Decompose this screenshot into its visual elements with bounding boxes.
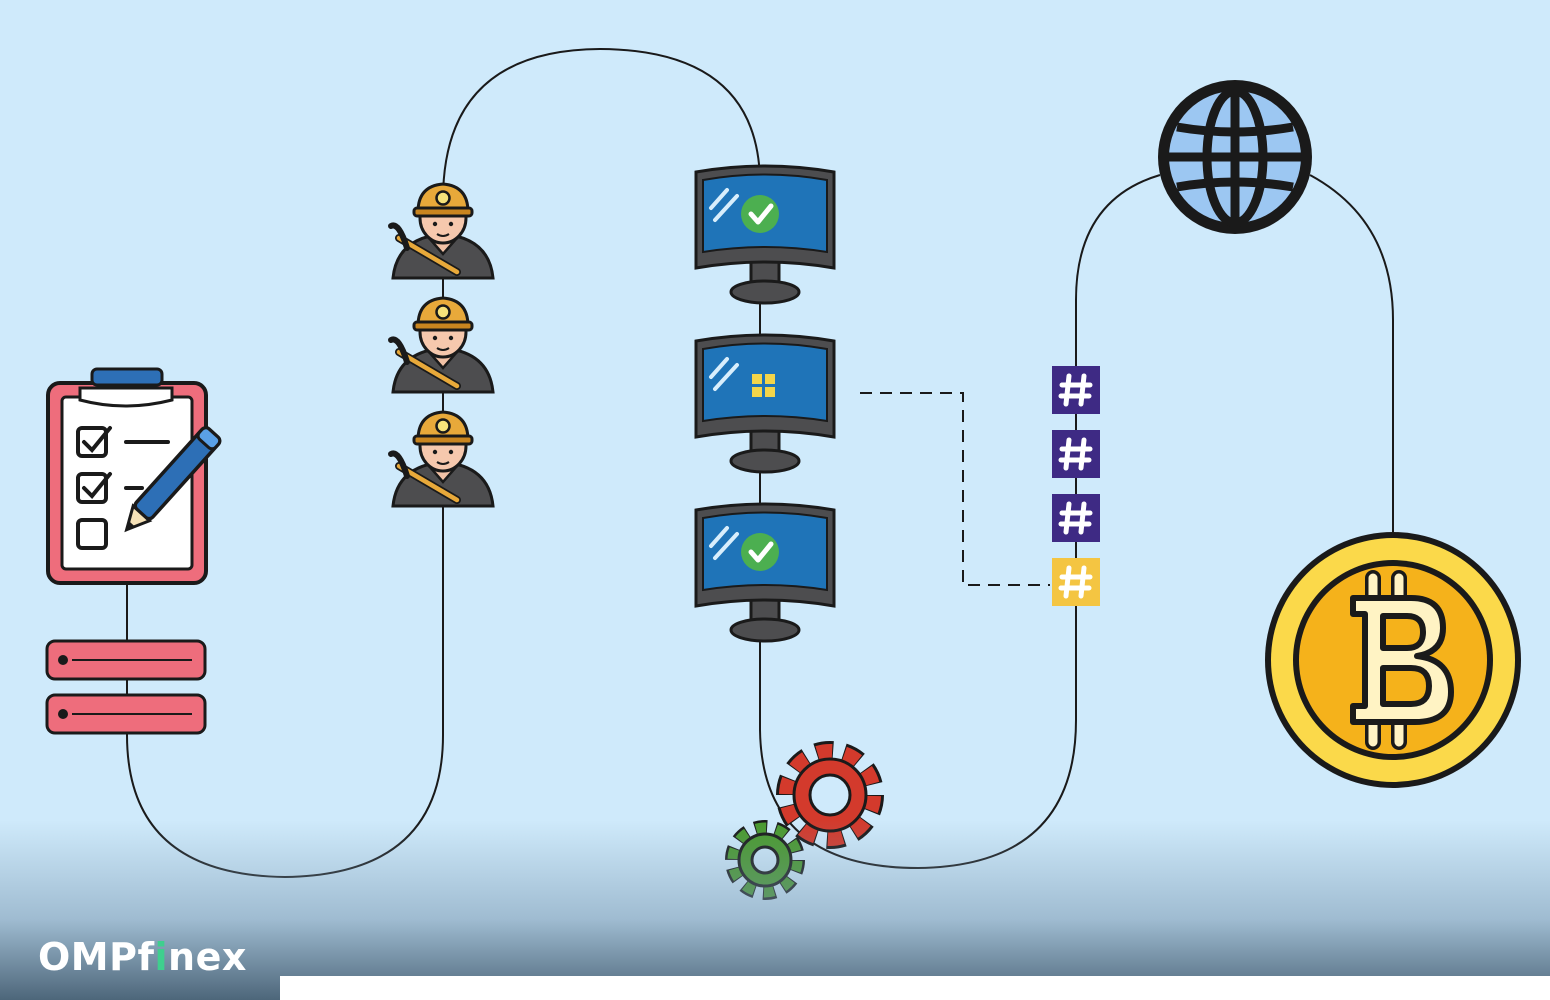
brand-accent: i	[154, 935, 169, 979]
bitcoin-coin-icon	[1265, 532, 1521, 788]
monitor-check-icon	[694, 502, 836, 643]
miner-icon	[391, 298, 493, 392]
miner-icon	[391, 184, 493, 278]
miner-icon	[391, 412, 493, 506]
hash-block-icon	[1052, 494, 1100, 542]
bottom-strip	[280, 976, 1550, 1000]
gear-icon	[725, 820, 805, 900]
brand-part-1: OMPf	[38, 935, 155, 979]
record-bar-icon	[45, 639, 207, 735]
globe-icon	[1158, 80, 1312, 234]
hash-block-icon	[1052, 366, 1100, 414]
gear-icon	[776, 741, 884, 849]
monitor-windows-icon	[694, 333, 836, 474]
monitor-check-icon	[694, 164, 836, 305]
brand-logo: OMPfinex	[38, 938, 247, 976]
brand-part-2: nex	[168, 935, 247, 979]
clipboard-checklist-icon	[46, 367, 222, 585]
dashed-connector	[860, 392, 1050, 586]
hash-block-icon	[1052, 430, 1100, 478]
hash-block-icon	[1052, 558, 1100, 606]
